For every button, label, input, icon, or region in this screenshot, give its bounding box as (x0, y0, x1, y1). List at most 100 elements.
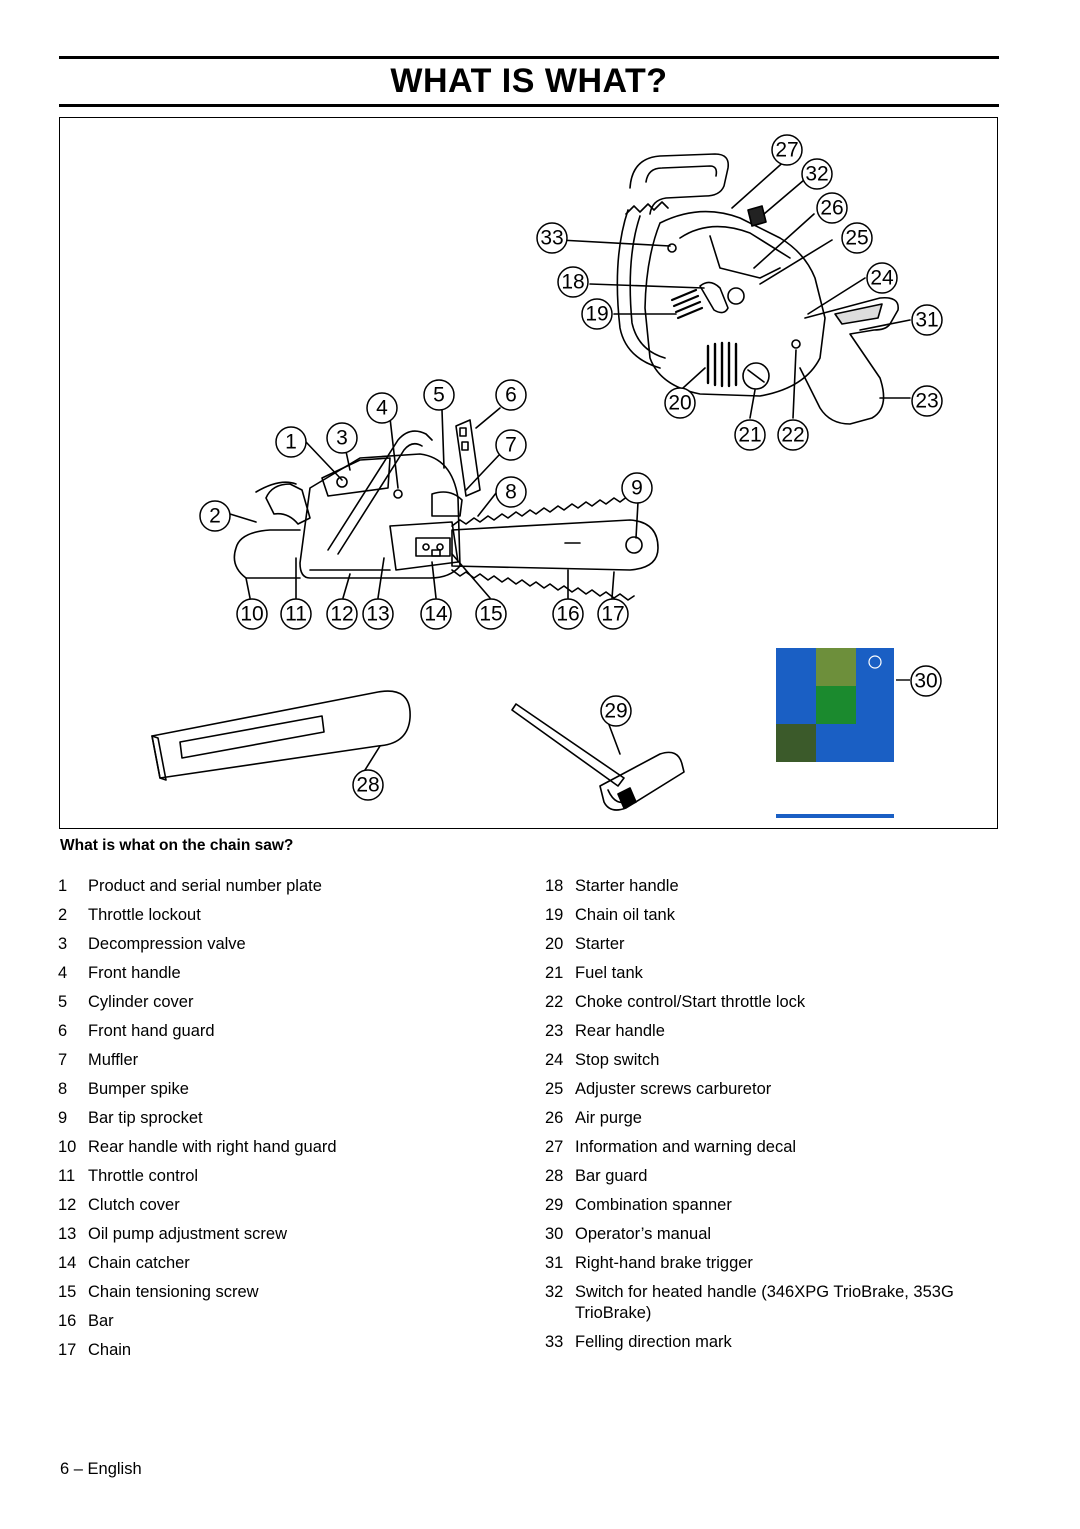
legend-text: Starter handle (575, 877, 679, 895)
callout-29: 29 (600, 695, 632, 727)
chainsaw-rear-view-illustration (616, 153, 899, 425)
legend-item: 18 Starter handle (545, 876, 1015, 897)
legend-number: 2 (58, 906, 68, 924)
callout-2: 2 (199, 500, 231, 532)
legend-text: Choke control/Start throttle lock (575, 993, 806, 1011)
legend-text: Adjuster screws carburetor (575, 1080, 772, 1098)
svg-text:29: 29 (604, 700, 627, 723)
callout-13: 13 (362, 598, 394, 630)
svg-text:9: 9 (631, 477, 643, 500)
top-rule (59, 56, 999, 59)
bar-guard-illustration (151, 690, 411, 781)
legend-number: 21 (545, 964, 564, 982)
callout-6: 6 (495, 379, 527, 411)
svg-text:17: 17 (601, 603, 624, 626)
svg-text:18: 18 (561, 271, 584, 294)
svg-text:6: 6 (505, 384, 517, 407)
callout-18: 18 (557, 266, 589, 298)
legend-text: Decompression valve (88, 935, 246, 953)
legend-number: 27 (545, 1138, 564, 1156)
legend-text: Switch for heated handle (346XPG TrioBra… (575, 1283, 954, 1322)
legend-number: 13 (58, 1225, 77, 1243)
svg-text:1: 1 (285, 431, 297, 454)
legend-number: 18 (545, 877, 564, 895)
svg-text:25: 25 (845, 227, 868, 250)
legend-number: 12 (58, 1196, 77, 1214)
legend-number: 25 (545, 1080, 564, 1098)
svg-text:31: 31 (915, 309, 938, 332)
legend-number: 24 (545, 1051, 564, 1069)
legend-number: 14 (58, 1254, 77, 1272)
legend-number: 7 (58, 1051, 68, 1069)
svg-text:3: 3 (336, 427, 348, 450)
callout-3: 3 (326, 422, 358, 454)
svg-text:28: 28 (356, 774, 379, 797)
svg-text:14: 14 (424, 603, 448, 626)
page-footer: 6 – English (60, 1460, 142, 1478)
parts-diagram-svg: 27 32 26 25 24 31 23 33 18 19 20 21 22 1… (151, 134, 943, 818)
svg-text:24: 24 (870, 267, 894, 290)
legend-number: 28 (545, 1167, 564, 1185)
svg-text:12: 12 (330, 603, 353, 626)
legend-number: 15 (58, 1283, 77, 1301)
callout-23: 23 (911, 385, 943, 417)
callout-22: 22 (777, 419, 809, 451)
svg-text:21: 21 (738, 424, 761, 447)
legend-number: 32 (545, 1283, 564, 1301)
callout-9: 9 (621, 472, 653, 504)
legend-text: Felling direction mark (575, 1333, 732, 1351)
svg-text:27: 27 (775, 139, 798, 162)
legend-item: 15 Chain tensioning screw (58, 1282, 518, 1303)
legend-text: Bar (88, 1312, 114, 1330)
legend-text: Rear handle (575, 1022, 665, 1040)
callout-5: 5 (423, 379, 455, 411)
svg-text:23: 23 (915, 390, 938, 413)
legend-number: 8 (58, 1080, 68, 1098)
legend-number: 31 (545, 1254, 564, 1272)
svg-text:4: 4 (376, 397, 388, 420)
callout-4: 4 (366, 392, 398, 424)
legend-number: 4 (58, 964, 68, 982)
legend-text: Stop switch (575, 1051, 660, 1069)
legend-item: 7 Muffler (58, 1050, 518, 1071)
svg-text:5: 5 (433, 384, 445, 407)
svg-text:30: 30 (914, 670, 937, 693)
svg-text:33: 33 (540, 227, 563, 250)
legend-number: 17 (58, 1341, 77, 1359)
svg-text:22: 22 (781, 424, 804, 447)
legend-text: Muffler (88, 1051, 139, 1069)
legend-number: 5 (58, 993, 68, 1011)
legend-text: Chain tensioning screw (88, 1283, 259, 1301)
svg-text:20: 20 (668, 392, 691, 415)
svg-text:13: 13 (366, 603, 389, 626)
section-heading: What is what on the chain saw? (60, 837, 294, 854)
legend-item: 24 Stop switch (545, 1050, 1015, 1071)
callout-7: 7 (495, 429, 527, 461)
legend-text: Clutch cover (88, 1196, 180, 1214)
legend-text: Throttle control (88, 1167, 199, 1185)
combination-spanner-illustration (511, 703, 685, 811)
svg-text:16: 16 (556, 603, 579, 626)
svg-text:10: 10 (240, 603, 263, 626)
legend-number: 11 (58, 1167, 76, 1185)
bottom-rule (59, 104, 999, 107)
svg-text:26: 26 (820, 197, 843, 220)
svg-text:8: 8 (505, 481, 517, 504)
